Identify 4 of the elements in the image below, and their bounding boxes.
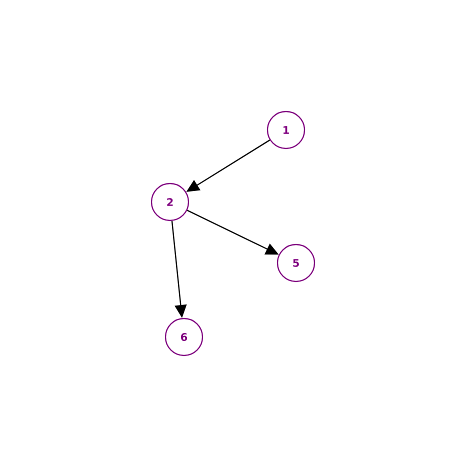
circle-node: 6 (164, 318, 204, 356)
circle-node: 2 (150, 182, 190, 222)
circle-node: 1 (266, 110, 306, 150)
circle-node: 5 (276, 244, 316, 282)
